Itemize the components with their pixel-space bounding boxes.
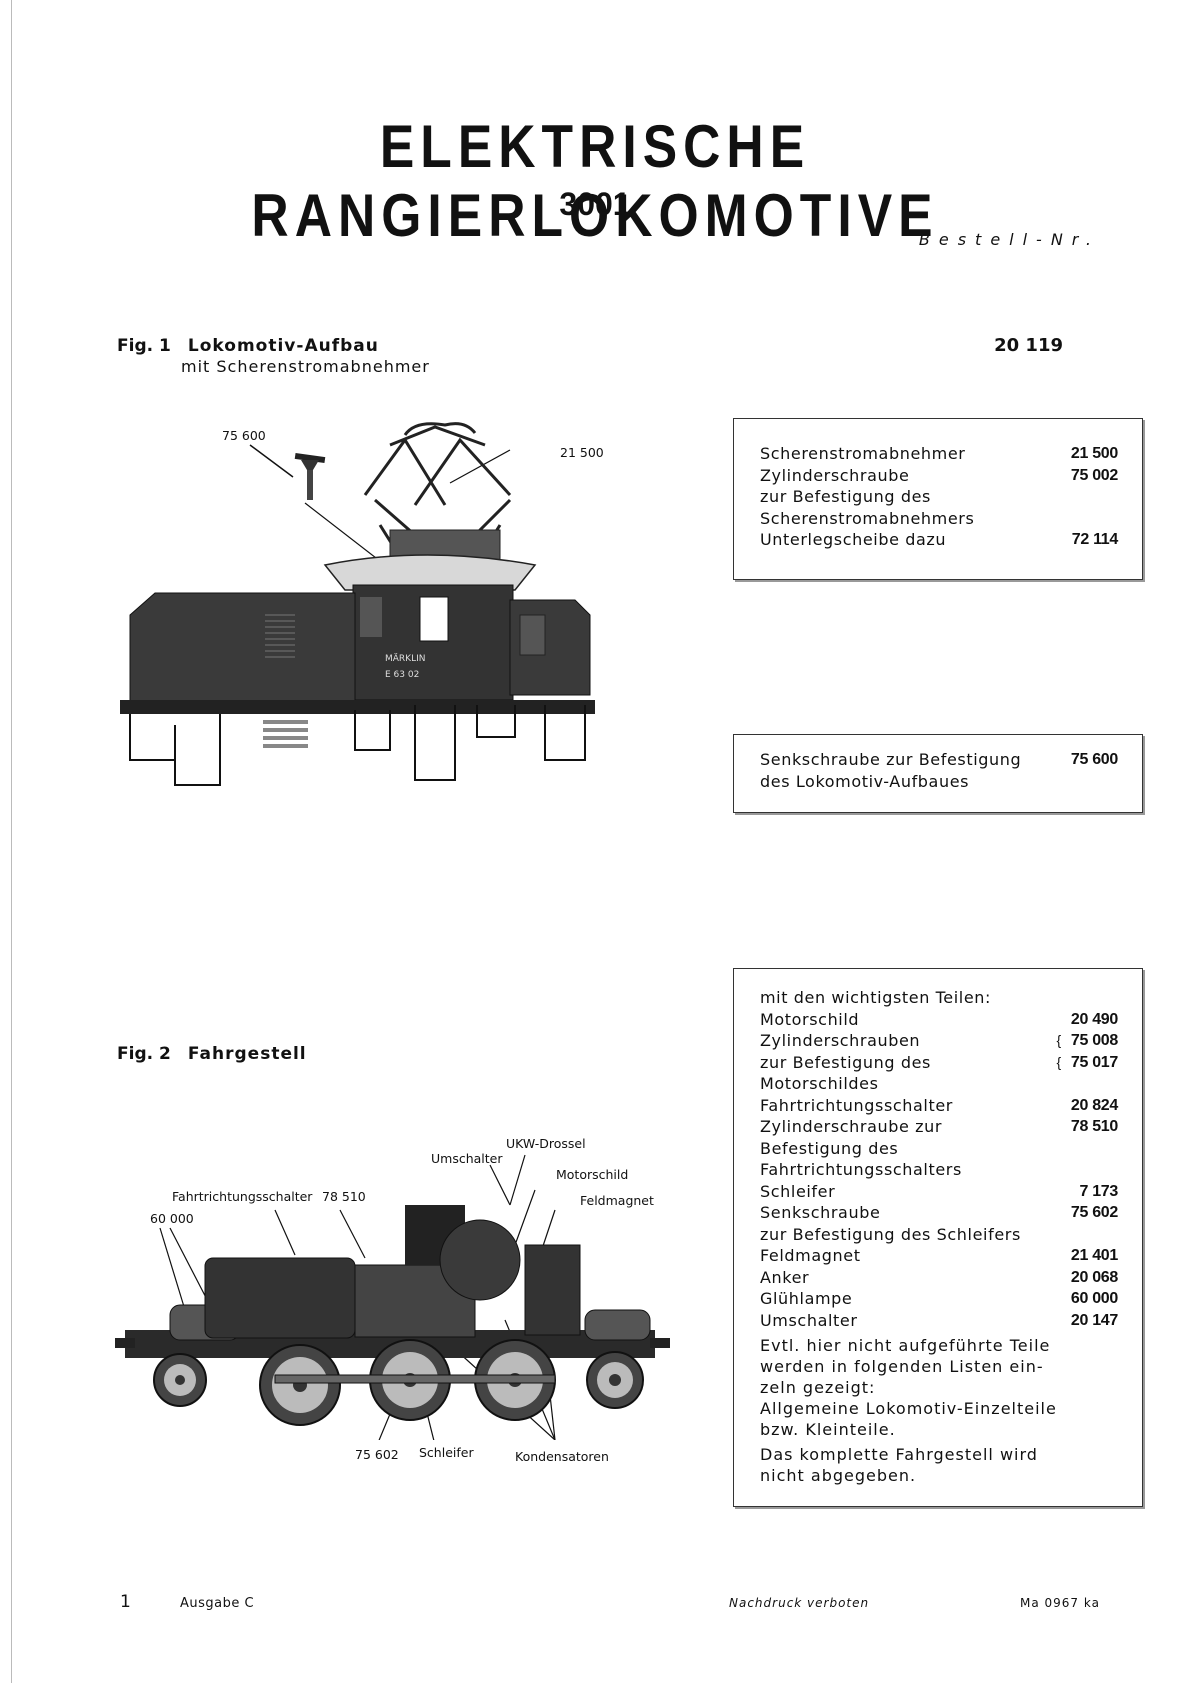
model-number: 3001 [559, 186, 631, 222]
chassis-illustration [115, 1154, 670, 1440]
fig1-title: Lokomotiv-Aufbau [187, 336, 379, 356]
fig2-heading: Fig. 2 Fahrgestell [117, 1044, 307, 1064]
parts-row: zur Befestigung des [760, 487, 931, 506]
parts-note-2: Das komplette Fahrgestell wird nicht abg… [760, 1445, 1038, 1485]
loco-marking-number: E 63 02 [385, 670, 419, 680]
scan-edge-line [11, 0, 12, 1683]
page-title: ELEKTRISCHE RANGIERLOKOMOTIVE [251, 113, 939, 249]
document-code: Ma 0967 ka [1020, 1596, 1100, 1610]
callout-schleifer: Schleifer [419, 1445, 474, 1460]
callout-umschalter: Umschalter [431, 1151, 503, 1166]
parts-row: des Lokomotiv-Aufbaues [760, 771, 970, 791]
callout-78510: 78 510 [322, 1189, 366, 1204]
parts-row: Befestigung des [760, 1138, 899, 1158]
parts-row: Scherenstromabnehmers [760, 508, 975, 528]
callout-motorschild: Motorschild [556, 1167, 629, 1182]
parts-row: Zylinderschrauben{75 008 [760, 1031, 1118, 1050]
callout-21500: 21 500 [560, 445, 604, 460]
parts-row: Fahrtrichtungsschalters [760, 1160, 962, 1179]
locomotive-body-illustration: MÄRKLIN E 63 02 [120, 422, 595, 786]
fig1-subtitle: mit Scherenstromabnehmer [181, 357, 430, 376]
edition: Ausgabe C [180, 1596, 255, 1611]
callout-ukw-drossel: UKW-Drossel [506, 1136, 586, 1151]
callout-kondensatoren: Kondensatoren [515, 1449, 609, 1464]
parts-row: Motorschildes [760, 1074, 879, 1093]
callout-60000: 60 000 [150, 1211, 194, 1226]
callout-fahrtrichtungsschalter: Fahrtrichtungsschalter [172, 1189, 313, 1204]
bestell-nr-heading: Bestell-Nr. [918, 230, 1100, 249]
page-number: 1 [120, 1592, 131, 1612]
callout-75600: 75 600 [222, 428, 266, 443]
callout-feldmagnet: Feldmagnet [580, 1193, 654, 1208]
loco-marking-brand: MÄRKLIN [385, 653, 425, 664]
parts-note-1: Evtl. hier nicht aufgeführte Teile werde… [760, 1336, 1057, 1439]
reprint-notice: Nachdruck verboten [729, 1596, 870, 1610]
fig1-number: Fig. 1 [117, 336, 171, 356]
fig2-number: Fig. 2 [117, 1044, 171, 1064]
parts-intro: mit den wichtigsten Teilen: [760, 988, 992, 1007]
fig1-heading: Fig. 1 Lokomotiv-Aufbau [117, 336, 379, 356]
parts-row: zur Befestigung des{75 017 [760, 1052, 1118, 1072]
callout-75602: 75 602 [355, 1447, 399, 1462]
fig2-title: Fahrgestell [187, 1044, 307, 1064]
fig1-order-number: 20 119 [994, 335, 1063, 356]
parts-row: zur Befestigung des Schleifers [760, 1224, 1021, 1244]
